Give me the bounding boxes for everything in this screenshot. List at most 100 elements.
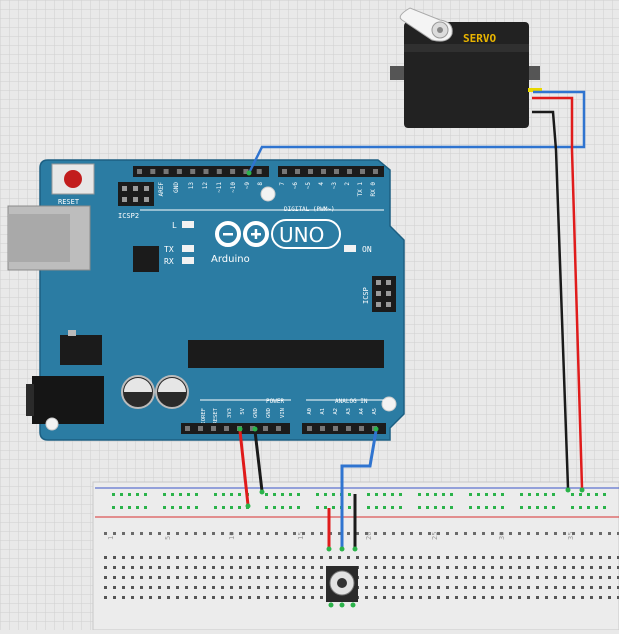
rail-hole — [273, 493, 276, 496]
rail-hole — [281, 506, 284, 509]
rail-hole — [273, 506, 276, 509]
icsp2-pins — [122, 186, 149, 202]
arduino-gnd-wire[interactable] — [253, 430, 264, 492]
rail-hole — [477, 493, 480, 496]
rail-hole — [222, 493, 225, 496]
icsp2-header — [118, 182, 154, 206]
breadboard-hole — [500, 586, 503, 589]
breadboard-hole — [104, 556, 107, 559]
breadboard-hole — [347, 556, 350, 559]
rail-hole — [332, 493, 335, 496]
servo-power-wire[interactable] — [532, 96, 584, 489]
breadboard-hole — [563, 556, 566, 559]
breadboard-hole — [239, 586, 242, 589]
breadboard-hole — [437, 532, 440, 535]
wire-endpoint — [339, 546, 345, 552]
digital-pin-label: 8 — [257, 182, 264, 186]
potentiometer-knob-center — [337, 578, 347, 588]
breadboard-hole — [221, 532, 224, 535]
breadboard-hole — [257, 576, 260, 579]
breadboard-hole — [608, 532, 611, 535]
breadboard-hole — [617, 556, 619, 559]
icsp-pin — [386, 280, 391, 285]
breadboard-hole — [221, 586, 224, 589]
arduino-uno-board: RESET ICSP2 AREF GND 13 12 ~11 ~10 ~9 8 … — [7, 159, 405, 441]
analog-signal-wire[interactable] — [340, 430, 378, 548]
breadboard-hole — [266, 532, 269, 535]
power-header-label: POWER — [266, 398, 284, 405]
breadboard-hole — [572, 596, 575, 599]
breadboard-hole — [608, 556, 611, 559]
reset-button-cap[interactable] — [64, 170, 82, 188]
breadboard-hole — [518, 532, 521, 535]
capacitor-1-top — [124, 378, 152, 392]
breadboard-hole — [446, 556, 449, 559]
breadboard-holes — [104, 532, 619, 599]
column-number: 15 — [297, 532, 305, 540]
breadboard-hole — [410, 566, 413, 569]
led-rx-label: RX — [164, 257, 174, 266]
rail-hole — [579, 506, 582, 509]
voltage-regulator — [60, 335, 102, 365]
breadboard-hole — [401, 532, 404, 535]
wire-endpoint — [245, 503, 251, 509]
breadboard-hole — [113, 596, 116, 599]
breadboard-hole — [500, 532, 503, 535]
icsp-pin — [376, 302, 381, 307]
breadboard-hole — [122, 576, 125, 579]
rail-hole — [536, 506, 539, 509]
potentiometer[interactable] — [326, 566, 358, 608]
column-number: 35 — [567, 532, 575, 540]
breadboard-hole — [365, 596, 368, 599]
rail-hole — [120, 493, 123, 496]
breadboard-hole — [239, 576, 242, 579]
breadboard-hole — [599, 566, 602, 569]
digital-pin-label: 4 — [318, 182, 325, 186]
breadboard-hole — [131, 596, 134, 599]
bottom-header-holes — [185, 426, 377, 431]
rail-hole — [391, 493, 394, 496]
header-pin-hole — [346, 426, 351, 431]
breadboard-hole — [230, 532, 233, 535]
servo-ground-wire[interactable] — [532, 110, 570, 489]
column-number: 5 — [164, 536, 172, 540]
servo-signal-wire[interactable] — [247, 90, 586, 174]
rail-hole — [163, 493, 166, 496]
breadboard-hole — [419, 596, 422, 599]
breadboard-hole — [284, 566, 287, 569]
digital-pin-label: RX 0 — [370, 182, 377, 197]
led-on — [344, 245, 356, 252]
column-number: 1 — [107, 536, 115, 540]
breadboard-hole — [590, 596, 593, 599]
breadboard-hole — [392, 556, 395, 559]
breadboard-hole — [329, 556, 332, 559]
breadboard-hole — [455, 556, 458, 559]
breadboard-hole — [473, 596, 476, 599]
arduino-5v-wire[interactable] — [238, 430, 250, 506]
breadboard-hole — [194, 556, 197, 559]
breadboard-hole — [320, 586, 323, 589]
breadboard-hole — [230, 596, 233, 599]
breadboard-hole — [383, 532, 386, 535]
header-pin-hole — [276, 426, 281, 431]
breadboard-hole — [122, 586, 125, 589]
breadboard-hole — [527, 586, 530, 589]
analog-pin-label: A2 — [333, 408, 339, 415]
rail-hole — [367, 506, 370, 509]
breadboard-hole — [581, 566, 584, 569]
header-pin-hole — [295, 169, 300, 174]
breadboard-hole — [401, 556, 404, 559]
power-pin-label: IOREF — [201, 408, 207, 425]
header-pin-hole — [334, 169, 339, 174]
breadboard-hole — [149, 596, 152, 599]
led-l — [182, 221, 194, 228]
header-pin-hole — [263, 426, 268, 431]
breadboard-hole — [239, 556, 242, 559]
breadboard-hole — [140, 566, 143, 569]
servo-motor: SERVO — [390, 7, 542, 128]
breadboard-hole — [383, 596, 386, 599]
breadboard-hole — [599, 586, 602, 589]
breadboard-hole — [491, 532, 494, 535]
breadboard-hole — [275, 532, 278, 535]
column-number: 20 — [365, 532, 373, 540]
